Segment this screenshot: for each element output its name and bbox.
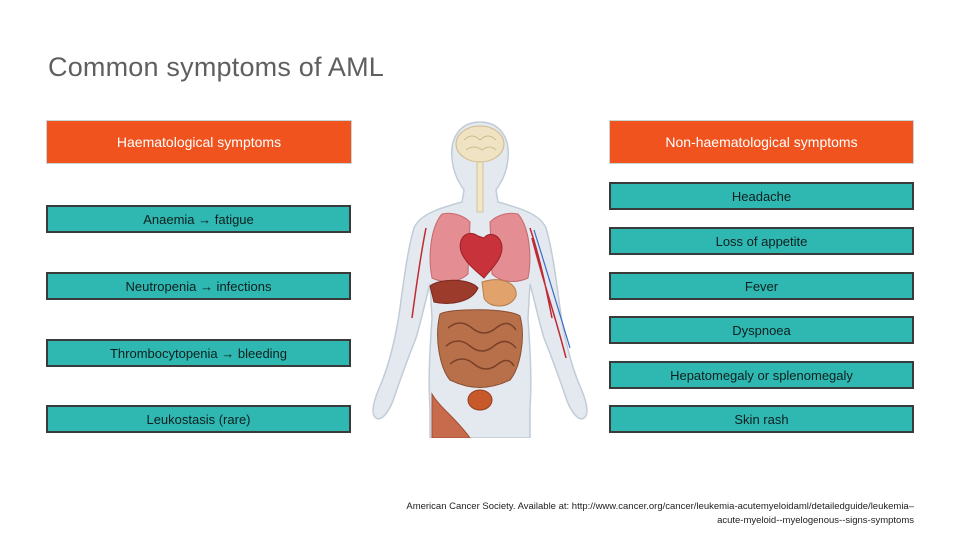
anatomy-illustration	[372, 121, 588, 438]
spinal-cord	[476, 161, 484, 213]
leg-muscles	[431, 392, 471, 438]
non-haematological-header: Non-haematological symptoms	[609, 120, 914, 164]
intestines	[437, 309, 523, 388]
blood-vessels	[411, 227, 567, 359]
symptom-dyspnoea: Dyspnoea	[609, 316, 914, 344]
symptom-hepatomegaly: Hepatomegaly or splenomegaly	[609, 361, 914, 389]
symptom-leukostasis: Leukostasis (rare)	[46, 405, 351, 433]
symptom-neutropenia: Neutropenia → infections	[46, 272, 351, 300]
symptom-fever: Fever	[609, 272, 914, 300]
haematological-header: Haematological symptoms	[46, 120, 352, 164]
symptom-thrombocytopenia: Thrombocytopenia → bleeding	[46, 339, 351, 367]
body-silhouette	[372, 121, 588, 438]
symptom-anaemia: Anaemia → fatigue	[46, 205, 351, 233]
slide-title: Common symptoms of AML	[48, 52, 384, 82]
symptom-skin-rash: Skin rash	[609, 405, 914, 433]
stomach	[481, 279, 517, 307]
citation-line-1: American Cancer Society. Available at: h…	[406, 501, 914, 512]
citation-line-2: acute-myeloid--myelogenous--signs-sympto…	[717, 515, 914, 526]
heart	[459, 232, 503, 279]
brain	[455, 125, 505, 163]
symptom-headache: Headache	[609, 182, 914, 210]
right-lung	[489, 212, 531, 282]
bladder	[467, 389, 493, 411]
liver	[429, 279, 479, 304]
symptom-loss-of-appetite: Loss of appetite	[609, 227, 914, 255]
citation: American Cancer Society. Available at: h…	[294, 500, 914, 528]
